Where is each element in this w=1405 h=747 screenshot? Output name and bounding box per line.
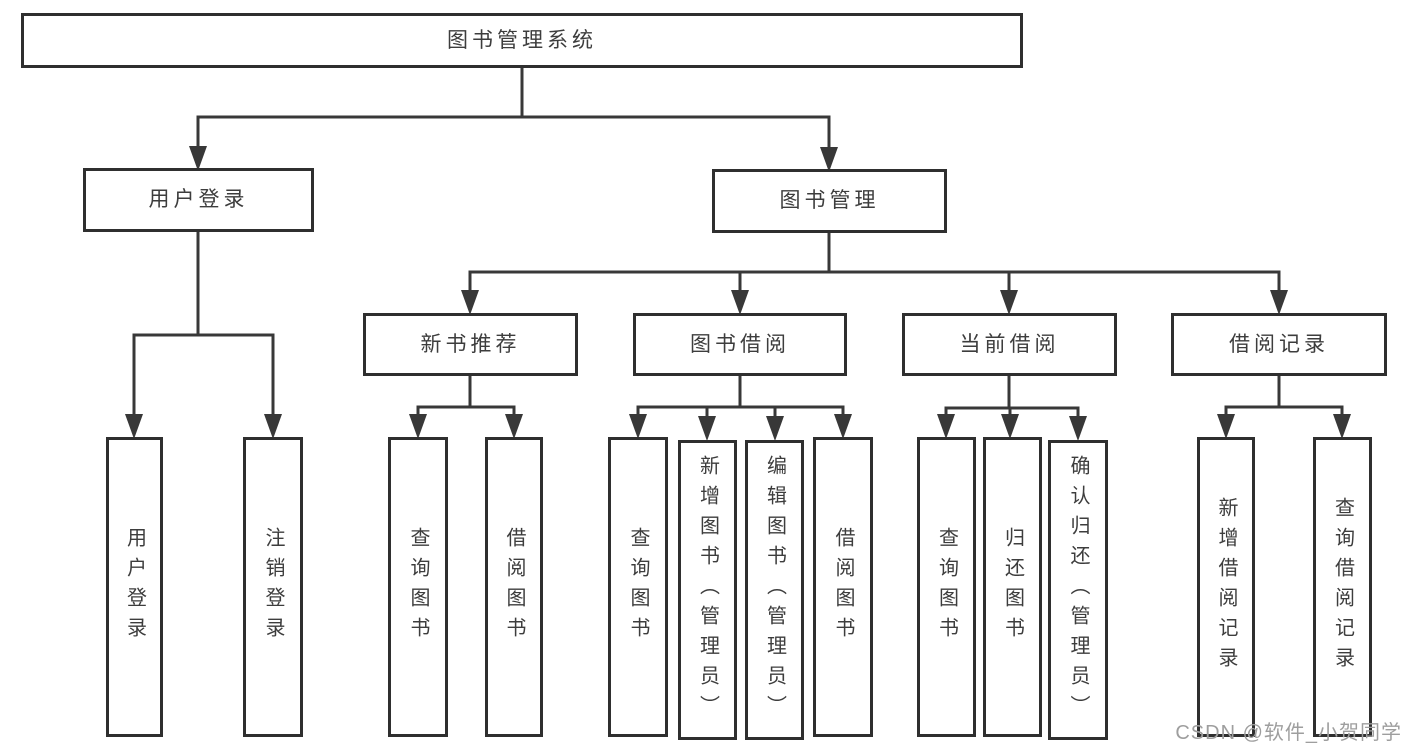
node-user-login: 用户登录 xyxy=(83,168,314,232)
connector xyxy=(132,333,275,418)
node-label: 新增图书（管理员） xyxy=(696,455,719,725)
node-borrowing-records: 借阅记录 xyxy=(1171,313,1387,376)
arrowhead-icon xyxy=(698,416,716,441)
connector xyxy=(468,270,1281,295)
node-library-management-system: 图书管理系统 xyxy=(21,13,1023,68)
arrowhead-icon xyxy=(1069,416,1087,441)
node-label: 借阅图书 xyxy=(503,527,525,647)
arrowhead-icon xyxy=(629,414,647,439)
node-new-book-recommendation: 新书推荐 xyxy=(363,313,578,376)
leaf-confirm-return-admin: 确认归还（管理员） xyxy=(1048,440,1108,740)
node-label: 当前借阅 xyxy=(959,332,1060,356)
node-label: 查询借阅记录 xyxy=(1331,497,1354,677)
arrowhead-icon xyxy=(731,290,749,315)
arrowhead-icon xyxy=(189,146,207,171)
node-book-borrowing: 图书借阅 xyxy=(633,313,847,376)
arrowhead-icon xyxy=(1270,290,1288,315)
arrowhead-icon xyxy=(125,414,143,439)
node-label: 借阅图书 xyxy=(832,527,854,647)
arrowhead-icon xyxy=(937,414,955,439)
leaf-add-books-admin: 新增图书（管理员） xyxy=(678,440,737,740)
node-label: 用户登录 xyxy=(123,527,146,647)
arrowhead-icon xyxy=(1333,414,1351,439)
node-label: 归还图书 xyxy=(1001,527,1024,647)
leaf-query-books-current: 查询图书 xyxy=(917,437,976,737)
arrowhead-icon xyxy=(505,414,523,439)
arrowhead-icon xyxy=(766,416,784,441)
node-label: 图书管理 xyxy=(779,189,880,213)
node-label: 借阅记录 xyxy=(1229,332,1329,356)
node-label: 图书借阅 xyxy=(690,332,790,356)
node-book-management: 图书管理 xyxy=(712,169,947,233)
leaf-user-login: 用户登录 xyxy=(106,437,163,737)
leaf-borrow-books-recommend: 借阅图书 xyxy=(485,437,543,737)
arrowhead-icon xyxy=(834,414,852,439)
node-label: 编辑图书（管理员） xyxy=(763,455,786,725)
connector xyxy=(944,406,1080,417)
watermark: CSDN @软件_小贺同学 xyxy=(1175,722,1402,744)
leaf-return-books: 归还图书 xyxy=(983,437,1042,737)
leaf-edit-books-admin: 编辑图书（管理员） xyxy=(745,440,804,740)
node-label: 新增借阅记录 xyxy=(1215,497,1237,677)
connector xyxy=(1224,405,1344,416)
node-label: 用户登录 xyxy=(148,188,249,212)
node-current-borrowing: 当前借阅 xyxy=(902,313,1117,376)
arrowhead-icon xyxy=(461,290,479,315)
node-label: 注销登录 xyxy=(262,527,284,647)
arrowhead-icon xyxy=(1217,414,1235,439)
node-label: 确认归还（管理员） xyxy=(1067,455,1089,725)
leaf-logout-login: 注销登录 xyxy=(243,437,303,737)
leaf-add-borrow-record: 新增借阅记录 xyxy=(1197,437,1255,737)
arrowhead-icon xyxy=(1001,414,1019,439)
node-label: 图书管理系统 xyxy=(447,28,597,52)
node-label: 新书推荐 xyxy=(420,332,521,356)
leaf-query-borrow-record: 查询借阅记录 xyxy=(1313,437,1372,737)
node-label: 查询图书 xyxy=(407,527,429,647)
connector xyxy=(196,115,831,152)
arrowhead-icon xyxy=(409,414,427,439)
node-label: 查询图书 xyxy=(627,527,649,647)
leaf-query-books-borrowing: 查询图书 xyxy=(608,437,668,737)
leaf-borrow-books-borrowing: 借阅图书 xyxy=(813,437,873,737)
arrowhead-icon xyxy=(264,414,282,439)
arrowhead-icon xyxy=(1000,290,1018,315)
leaf-query-books-recommend: 查询图书 xyxy=(388,437,448,737)
arrowhead-icon xyxy=(820,147,838,172)
connector xyxy=(636,405,845,416)
connector xyxy=(416,405,516,416)
node-label: 查询图书 xyxy=(935,527,958,647)
